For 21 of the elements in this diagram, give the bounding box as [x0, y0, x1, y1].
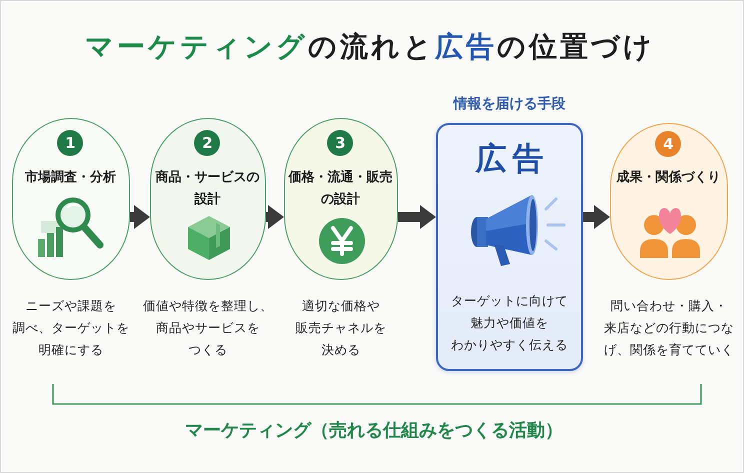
- step-title: 市場調査・分析: [24, 168, 116, 187]
- diagram-title: マーケティングの流れと広告の位置づけ: [85, 29, 655, 65]
- step-number: 4: [655, 131, 682, 157]
- panel-description: ターゲットに向けて魅力や価値をわかりやすく伝える: [450, 292, 569, 354]
- arrow: [583, 205, 610, 229]
- panel-heading: 情報を届ける手段: [454, 95, 566, 114]
- step-number: 3: [327, 130, 354, 156]
- arrow: [130, 205, 150, 229]
- step-description: ニーズや課題を調べ、ターゲットを明確にする: [12, 297, 130, 359]
- step-number: 2: [194, 130, 220, 156]
- step-title: 成果・関係づくり: [616, 169, 720, 187]
- step-title: 商品・サービスの設計: [154, 168, 260, 209]
- step-number: 1: [57, 130, 84, 156]
- step-description: 問い合わせ・購入・来店などの行動につなげ、関係を育てていく: [603, 297, 735, 359]
- panel-title: 広告: [474, 140, 550, 178]
- step-title: 価格・流通・販売の設計: [287, 168, 394, 209]
- arrow: [398, 205, 436, 229]
- bracket-label: マーケティング（売れる仕組みをつくる活動）: [185, 419, 563, 443]
- step-description: 適切な価格や販売チャネルを決める: [294, 297, 388, 359]
- arrow: [266, 205, 284, 229]
- step-description: 価値や特徴を整理し、商品やサービスをつくる: [143, 297, 273, 359]
